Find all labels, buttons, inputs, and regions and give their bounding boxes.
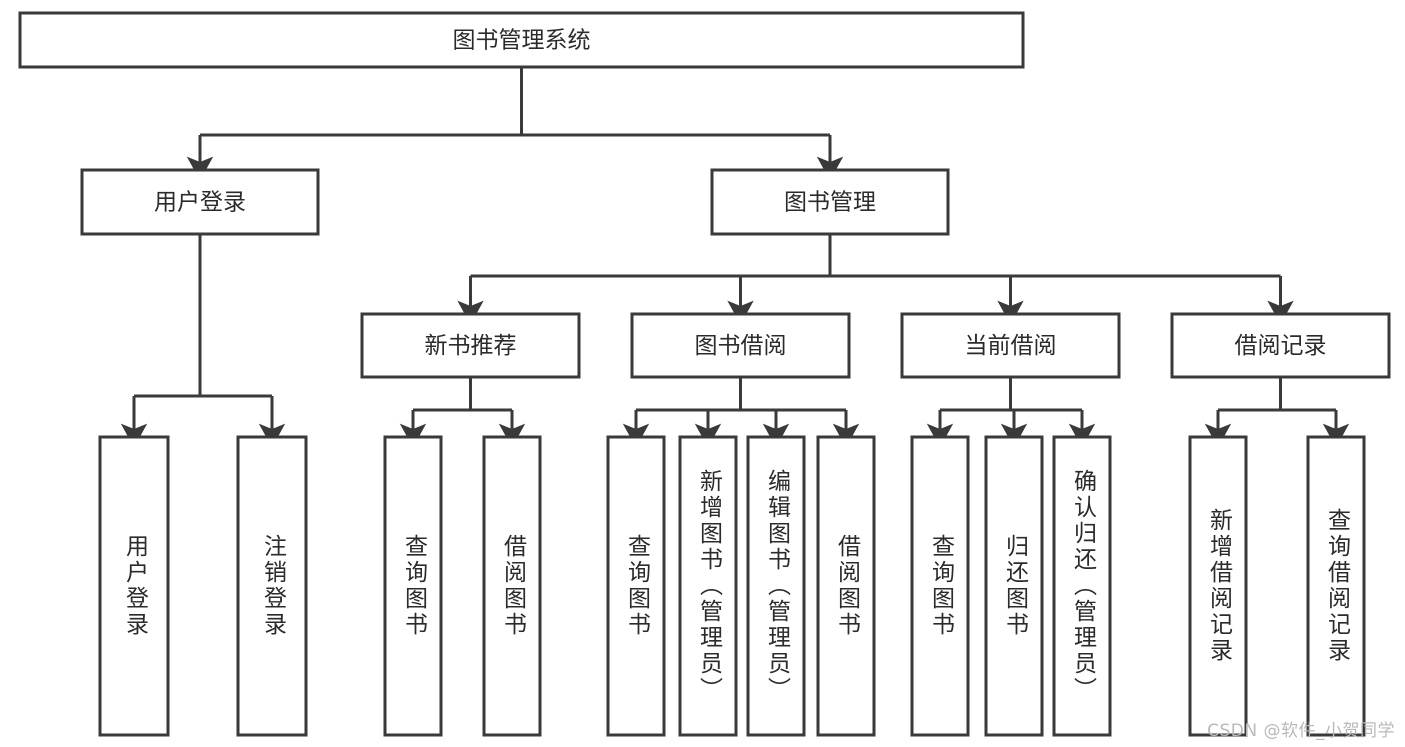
root-box-0[interactable] — [18, 11, 1025, 69]
leaf-box-5[interactable] — [678, 435, 738, 737]
leaf-box-10[interactable] — [1052, 435, 1112, 737]
leaf-box-9[interactable] — [984, 435, 1044, 737]
leaf-box-3[interactable] — [482, 435, 542, 737]
level2-box-1[interactable] — [710, 168, 950, 236]
level3-label-0: 新书推荐 — [425, 333, 517, 359]
leaf-box-0[interactable] — [98, 435, 170, 737]
level3-box-1[interactable] — [630, 312, 851, 379]
level3-label-3: 借阅记录 — [1235, 333, 1327, 359]
leaf-box-7[interactable] — [816, 435, 876, 737]
leaf-box-11[interactable] — [1188, 435, 1248, 737]
leaf-box-1[interactable] — [236, 435, 308, 737]
root-label-0: 图书管理系统 — [453, 28, 591, 54]
leaf-box-8[interactable] — [910, 435, 970, 737]
leaf-box-4[interactable] — [606, 435, 666, 737]
level3-box-2[interactable] — [900, 312, 1121, 379]
box-group — [18, 11, 1391, 737]
leaf-box-6[interactable] — [746, 435, 806, 737]
watermark-text: CSDN @软件_小贺同学 — [1207, 721, 1395, 741]
leaf-box-2[interactable] — [383, 435, 443, 737]
level3-box-3[interactable] — [1170, 312, 1391, 379]
level3-box-0[interactable] — [360, 312, 581, 379]
leaf-box-12[interactable] — [1306, 435, 1366, 737]
level3-label-2: 当前借阅 — [965, 333, 1057, 359]
level2-label-1: 图书管理 — [784, 190, 876, 216]
level3-label-1: 图书借阅 — [695, 333, 787, 359]
connector-group — [120, 67, 1350, 448]
level2-label-0: 用户登录 — [154, 190, 246, 216]
level2-box-0[interactable] — [80, 168, 320, 236]
